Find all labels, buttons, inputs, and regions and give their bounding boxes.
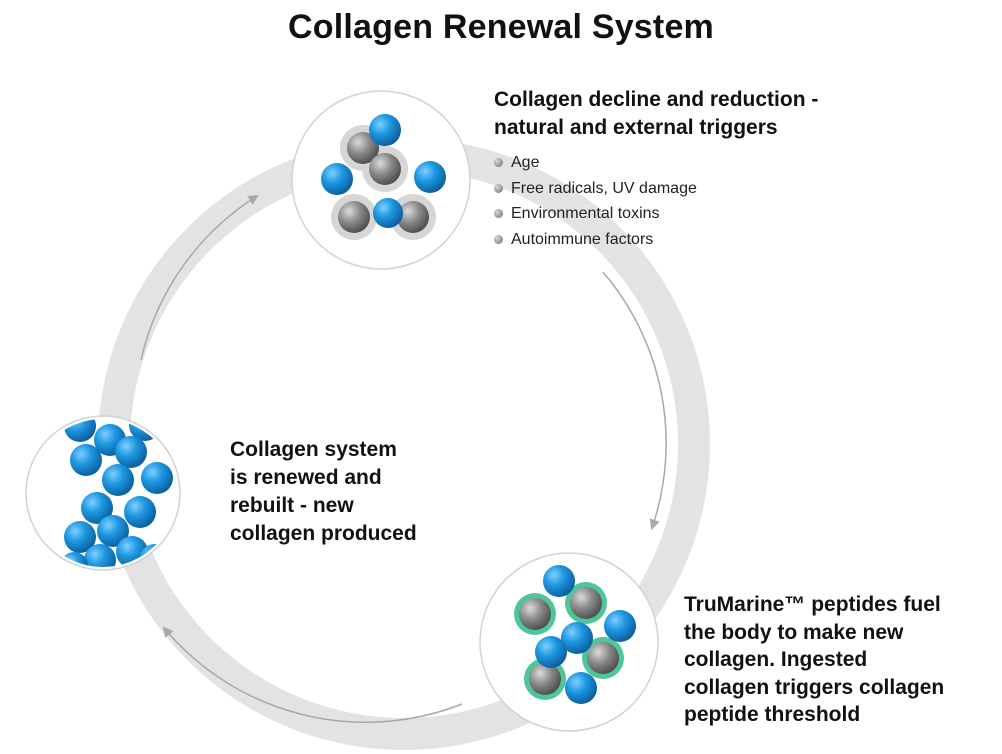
- peptides-molecule-circle: [479, 552, 659, 732]
- bullet-icon: [494, 183, 503, 193]
- peptides-heading-line: collagen. Ingested: [684, 648, 868, 671]
- decline-heading: Collagen decline and reduction - natural…: [494, 86, 914, 142]
- peptides-heading-line: TruMarine™ peptides fuel: [684, 593, 941, 616]
- trigger-label: Autoimmune factors: [511, 230, 654, 248]
- trigger-item: Age: [494, 150, 697, 176]
- renewed-heading-line: collagen produced: [230, 522, 417, 545]
- renewed-heading: Collagen system is renewed and rebuilt -…: [230, 436, 490, 548]
- renewed-heading-line: is renewed and: [230, 466, 382, 489]
- trigger-item: Environmental toxins: [494, 201, 697, 227]
- trigger-label: Environmental toxins: [511, 205, 660, 222]
- renewed-heading-line: Collagen system: [230, 438, 397, 461]
- decline-heading-line: Collagen decline and reduction -: [494, 88, 819, 111]
- bullet-icon: [494, 158, 503, 167]
- trigger-label: Free radicals, UV damage: [511, 179, 697, 197]
- peptides-heading-line: collagen triggers collagen: [684, 675, 945, 699]
- trigger-list: Age Free radicals, UV damage Environment…: [494, 150, 697, 252]
- peptides-heading-line: the body to make new: [684, 620, 904, 644]
- peptides-heading: TruMarine™ peptides fuel the body to mak…: [684, 591, 999, 729]
- arrow-left-to-top: [140, 194, 259, 361]
- trigger-item: Free radicals, UV damage: [494, 176, 697, 202]
- trigger-label: Age: [511, 154, 540, 171]
- renewed-molecule-circle: [25, 415, 181, 571]
- decline-heading-line: natural and external triggers: [494, 116, 778, 139]
- trigger-item: Autoimmune factors: [494, 227, 697, 253]
- peptides-heading-line: peptide threshold: [684, 703, 861, 726]
- arrow-top-to-bottom-right: [602, 271, 667, 530]
- arrow-bottom-right-to-left: [162, 626, 463, 723]
- bullet-icon: [494, 209, 503, 218]
- bullet-icon: [494, 234, 503, 244]
- diagram-title: Collagen Renewal System: [288, 8, 714, 46]
- decline-molecule-circle: [291, 90, 471, 270]
- renewed-heading-line: rebuilt - new: [230, 494, 354, 517]
